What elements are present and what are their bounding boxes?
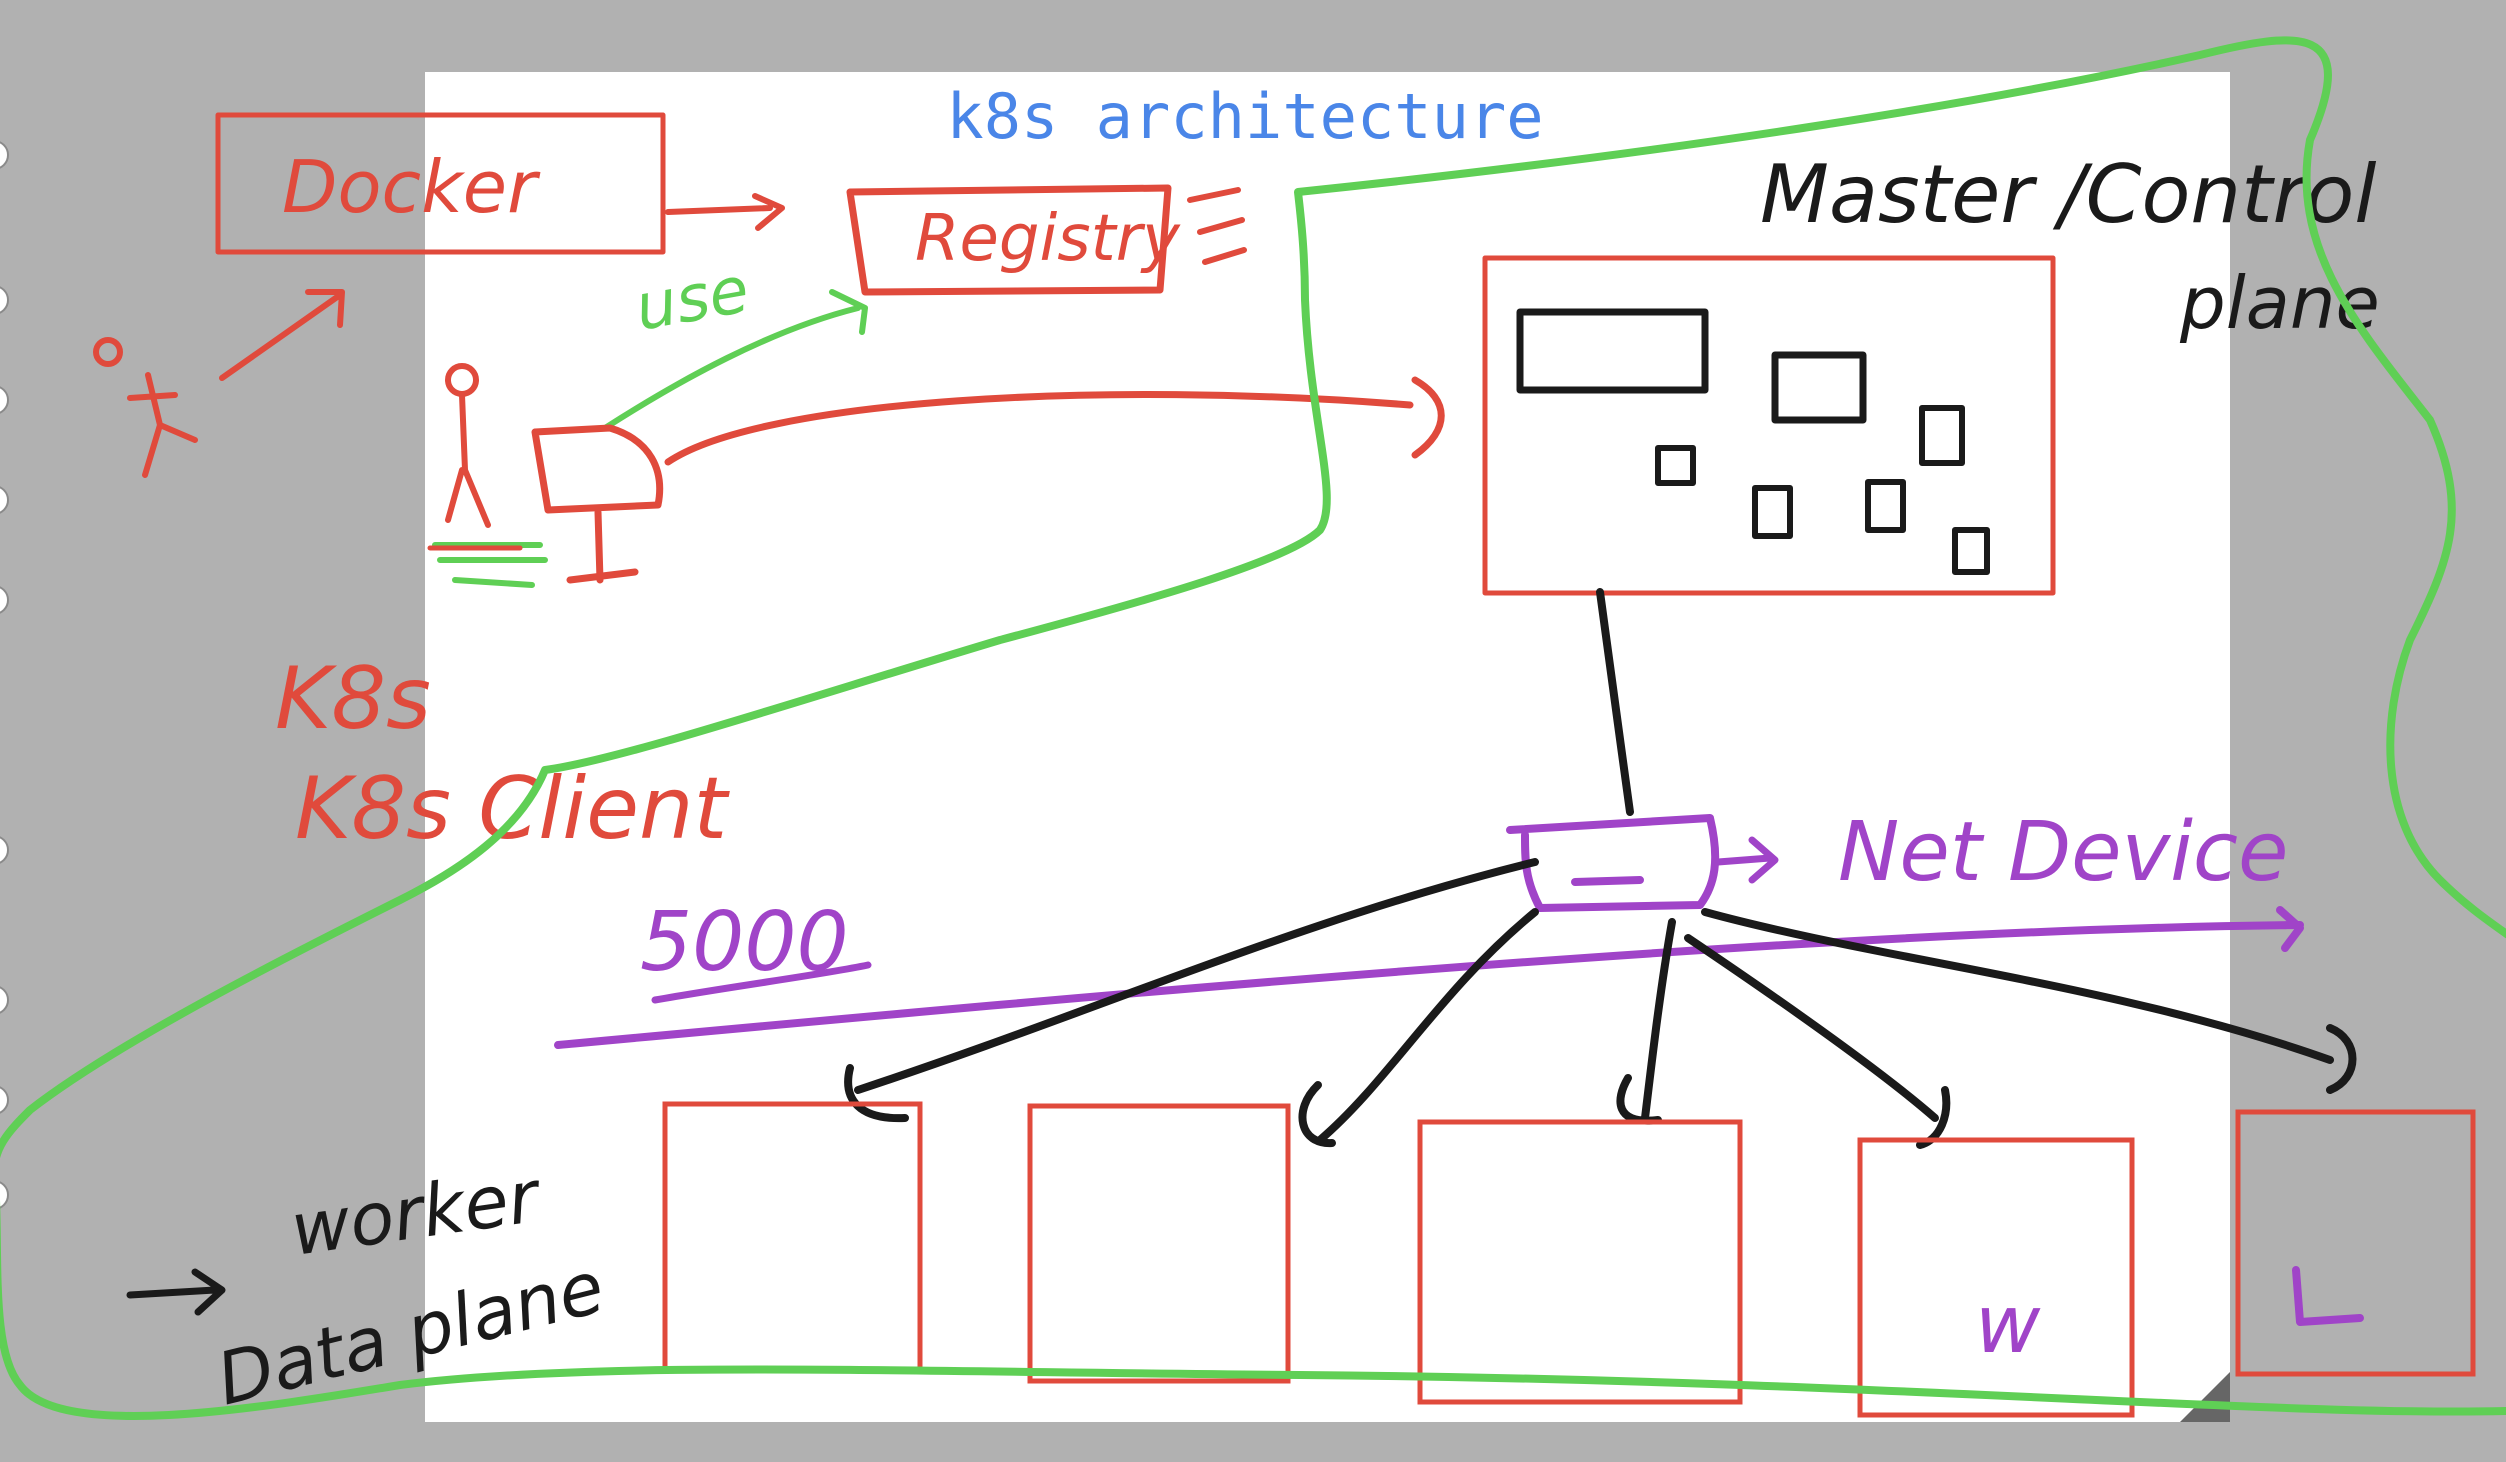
client-to-master-arrow xyxy=(664,376,1445,466)
worker-node-3 xyxy=(1417,1119,1743,1405)
master-label: Master /Control xyxy=(1760,148,2377,241)
cluster-network-line xyxy=(554,906,2304,1049)
docker-node: Docker xyxy=(215,112,666,255)
master-component-4 xyxy=(1655,445,1696,486)
net-device-label: Net Device xyxy=(1838,805,2288,900)
registry-node: Registry xyxy=(846,184,1247,296)
master-to-netdevice-line xyxy=(1596,588,1634,816)
client-stand-green xyxy=(432,542,548,588)
docker-to-registry-arrow xyxy=(665,193,785,231)
master-component-5 xyxy=(1752,485,1793,539)
net-device-node xyxy=(1506,814,1720,912)
worker-l-mark xyxy=(2292,1266,2364,1326)
registry-label: Registry xyxy=(915,202,1181,276)
page-title: k8s architecture xyxy=(946,80,1543,153)
arrow-to-worker-5 xyxy=(1701,908,2357,1094)
arrow-to-worker-2 xyxy=(1298,908,1539,1148)
k8s-client-label: K8s Client xyxy=(295,759,731,859)
master-component-1 xyxy=(1516,308,1709,394)
master-component-3 xyxy=(1919,405,1965,466)
admin-stick-figure-icon xyxy=(93,337,198,478)
page-sheet xyxy=(425,72,2230,1422)
worker-arrow-icon xyxy=(126,1268,226,1316)
admin-to-docker-arrow xyxy=(219,289,345,381)
master-component-2 xyxy=(1771,351,1867,424)
worker-node-2 xyxy=(1027,1103,1291,1384)
netdevice-arrow xyxy=(1714,836,1779,884)
computer-icon xyxy=(531,424,664,584)
k8s-client-label-line1: K8s xyxy=(275,649,431,749)
master-component-6 xyxy=(1865,479,1906,533)
worker-node-4 xyxy=(1857,1137,2135,1418)
cluster-boundary-outline xyxy=(0,36,2506,1420)
worker-node-5 xyxy=(2235,1109,2476,1377)
worker-w-mark: w xyxy=(1975,1278,2041,1371)
master-control-plane-node xyxy=(1482,255,2056,596)
port-underline xyxy=(651,961,872,1004)
docker-label: Docker xyxy=(282,145,541,229)
arrow-to-worker-4 xyxy=(1684,934,1951,1149)
page-thumbnails-strip[interactable] xyxy=(0,141,9,1209)
client-stick-figure-icon xyxy=(445,363,491,528)
master-component-7 xyxy=(1952,527,1990,575)
use-arrow xyxy=(602,289,868,431)
page-corner-fold xyxy=(2180,1372,2230,1422)
master-label-line2: plane xyxy=(2179,261,2380,345)
